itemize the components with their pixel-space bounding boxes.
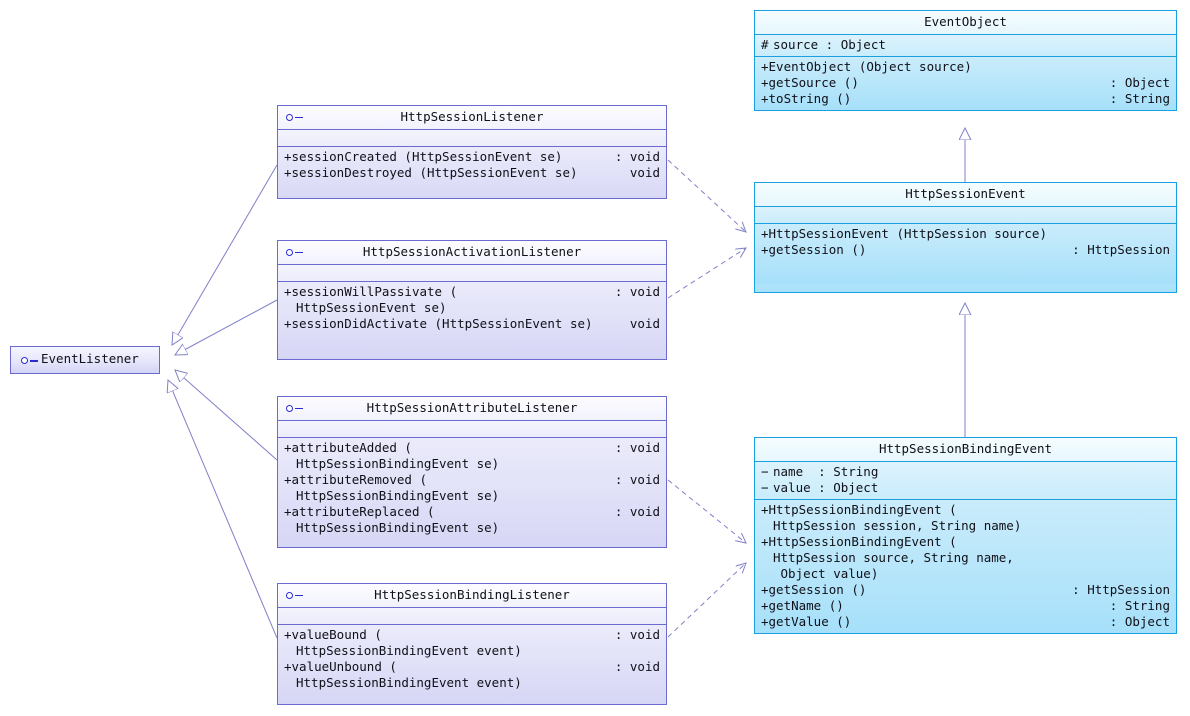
interface-box-http-session-binding-listener[interactable]: HttpSessionBindingListener +valueBound (… (277, 583, 667, 705)
operation-row: +valueUnbound ( : void (284, 659, 660, 674)
operation-row: +sessionCreated (HttpSessionEvent se) : … (284, 149, 660, 164)
attribute-row: −value : Object (761, 480, 879, 495)
interface-lollipop-icon (286, 113, 304, 123)
operation-row: +HttpSessionBindingEvent ( (761, 502, 957, 517)
operation-continuation: HttpSession session, String name) (773, 518, 1022, 533)
class-title-http-session-event: HttpSessionEvent (755, 183, 1176, 206)
edge-generalization-activationlistener-eventlistener (175, 299, 278, 355)
interface-attributes-http-session-attribute-listener (278, 420, 666, 437)
operation-row: +sessionDestroyed (HttpSessionEvent se) … (284, 165, 660, 180)
edge-generalization-sessionlistener-eventlistener (172, 164, 278, 345)
operation-row: +EventObject (Object source) (761, 59, 972, 74)
class-box-http-session-event[interactable]: HttpSessionEvent +HttpSessionEvent (Http… (754, 182, 1177, 293)
edge-dependency-sessionlistener-sessionevent (667, 159, 746, 232)
operation-row: +valueBound ( : void (284, 627, 660, 642)
class-box-http-session-binding-event[interactable]: HttpSessionBindingEvent −name : String −… (754, 437, 1177, 634)
operation-continuation: HttpSessionBindingEvent event) (296, 643, 522, 658)
operation-row: +attributeReplaced ( : void (284, 504, 660, 519)
operation-continuation: HttpSessionBindingEvent se) (296, 520, 500, 535)
operation-continuation: HttpSession source, String name, (773, 550, 1014, 565)
interface-attributes-http-session-listener (278, 129, 666, 146)
interface-lollipop-icon (21, 356, 39, 366)
interface-title-http-session-listener: HttpSessionListener (278, 106, 666, 129)
interface-lollipop-icon (286, 248, 304, 258)
class-box-event-object[interactable]: EventObject #source : Object +EventObjec… (754, 10, 1177, 111)
class-operations-http-session-binding-event: +HttpSessionBindingEvent ( HttpSession s… (755, 499, 1176, 633)
class-attributes-http-session-event (755, 206, 1176, 223)
operation-continuation: HttpSessionEvent se) (296, 300, 447, 315)
interface-box-http-session-activation-listener[interactable]: HttpSessionActivationListener +sessionWi… (277, 240, 667, 360)
edge-dependency-attributelistener-bindingevent (667, 479, 746, 543)
operation-row: +getValue () : Object (761, 614, 1170, 629)
interface-box-http-session-attribute-listener[interactable]: HttpSessionAttributeListener +attributeA… (277, 396, 667, 548)
class-attributes-event-object: #source : Object (755, 34, 1176, 56)
operation-row: +HttpSessionEvent (HttpSession source) (761, 226, 1047, 241)
interface-operations-http-session-activation-listener: +sessionWillPassivate ( : void HttpSessi… (278, 281, 666, 351)
operation-row: +sessionDidActivate (HttpSessionEvent se… (284, 316, 660, 331)
operation-continuation: Object value) (773, 566, 879, 581)
interface-lollipop-icon (286, 404, 304, 414)
operation-row: +getSession () : HttpSession (761, 582, 1170, 597)
interface-operations-http-session-listener: +sessionCreated (HttpSessionEvent se) : … (278, 146, 666, 198)
interface-title-http-session-binding-listener: HttpSessionBindingListener (278, 584, 666, 607)
operation-row: +attributeRemoved ( : void (284, 472, 660, 487)
operation-row: +sessionWillPassivate ( : void (284, 284, 660, 299)
operation-row: +toString () : String (761, 91, 1170, 106)
attribute-row: −name : String (761, 464, 879, 479)
operation-continuation: HttpSessionBindingEvent event) (296, 675, 522, 690)
edge-generalization-bindinglistener-eventlistener (168, 380, 278, 639)
interface-box-http-session-listener[interactable]: HttpSessionListener +sessionCreated (Htt… (277, 105, 667, 199)
interface-operations-http-session-binding-listener: +valueBound ( : void HttpSessionBindingE… (278, 624, 666, 696)
interface-operations-http-session-attribute-listener: +attributeAdded ( : void HttpSessionBind… (278, 437, 666, 539)
interface-title-http-session-activation-listener: HttpSessionActivationListener (278, 241, 666, 264)
interface-title-http-session-attribute-listener: HttpSessionAttributeListener (278, 397, 666, 420)
operation-row: +attributeAdded ( : void (284, 440, 660, 455)
edge-dependency-bindinglistener-bindingevent (667, 563, 746, 638)
interface-attributes-http-session-binding-listener (278, 607, 666, 624)
class-operations-event-object: +EventObject (Object source) +getSource … (755, 56, 1176, 110)
class-title-http-session-binding-event: HttpSessionBindingEvent (755, 438, 1176, 461)
attribute-row: #source : Object (761, 37, 886, 52)
operation-row: +HttpSessionBindingEvent ( (761, 534, 957, 549)
edge-generalization-attributelistener-eventlistener (175, 370, 278, 461)
interface-attributes-http-session-activation-listener (278, 264, 666, 281)
operation-continuation: HttpSessionBindingEvent se) (296, 488, 500, 503)
operation-row: +getSource () : Object (761, 75, 1170, 90)
interface-lollipop-icon (286, 591, 304, 601)
class-title-event-object: EventObject (755, 11, 1176, 34)
operation-row: +getName () : String (761, 598, 1170, 613)
class-operations-http-session-event: +HttpSessionEvent (HttpSession source) +… (755, 223, 1176, 284)
interface-box-event-listener[interactable]: EventListener (10, 346, 160, 374)
edge-dependency-activationlistener-sessionevent (667, 248, 746, 299)
operation-continuation: HttpSessionBindingEvent se) (296, 456, 500, 471)
class-attributes-http-session-binding-event: −name : String −value : Object (755, 461, 1176, 499)
interface-label-event-listener: EventListener (41, 351, 139, 366)
operation-row: +getSession () : HttpSession (761, 242, 1170, 257)
